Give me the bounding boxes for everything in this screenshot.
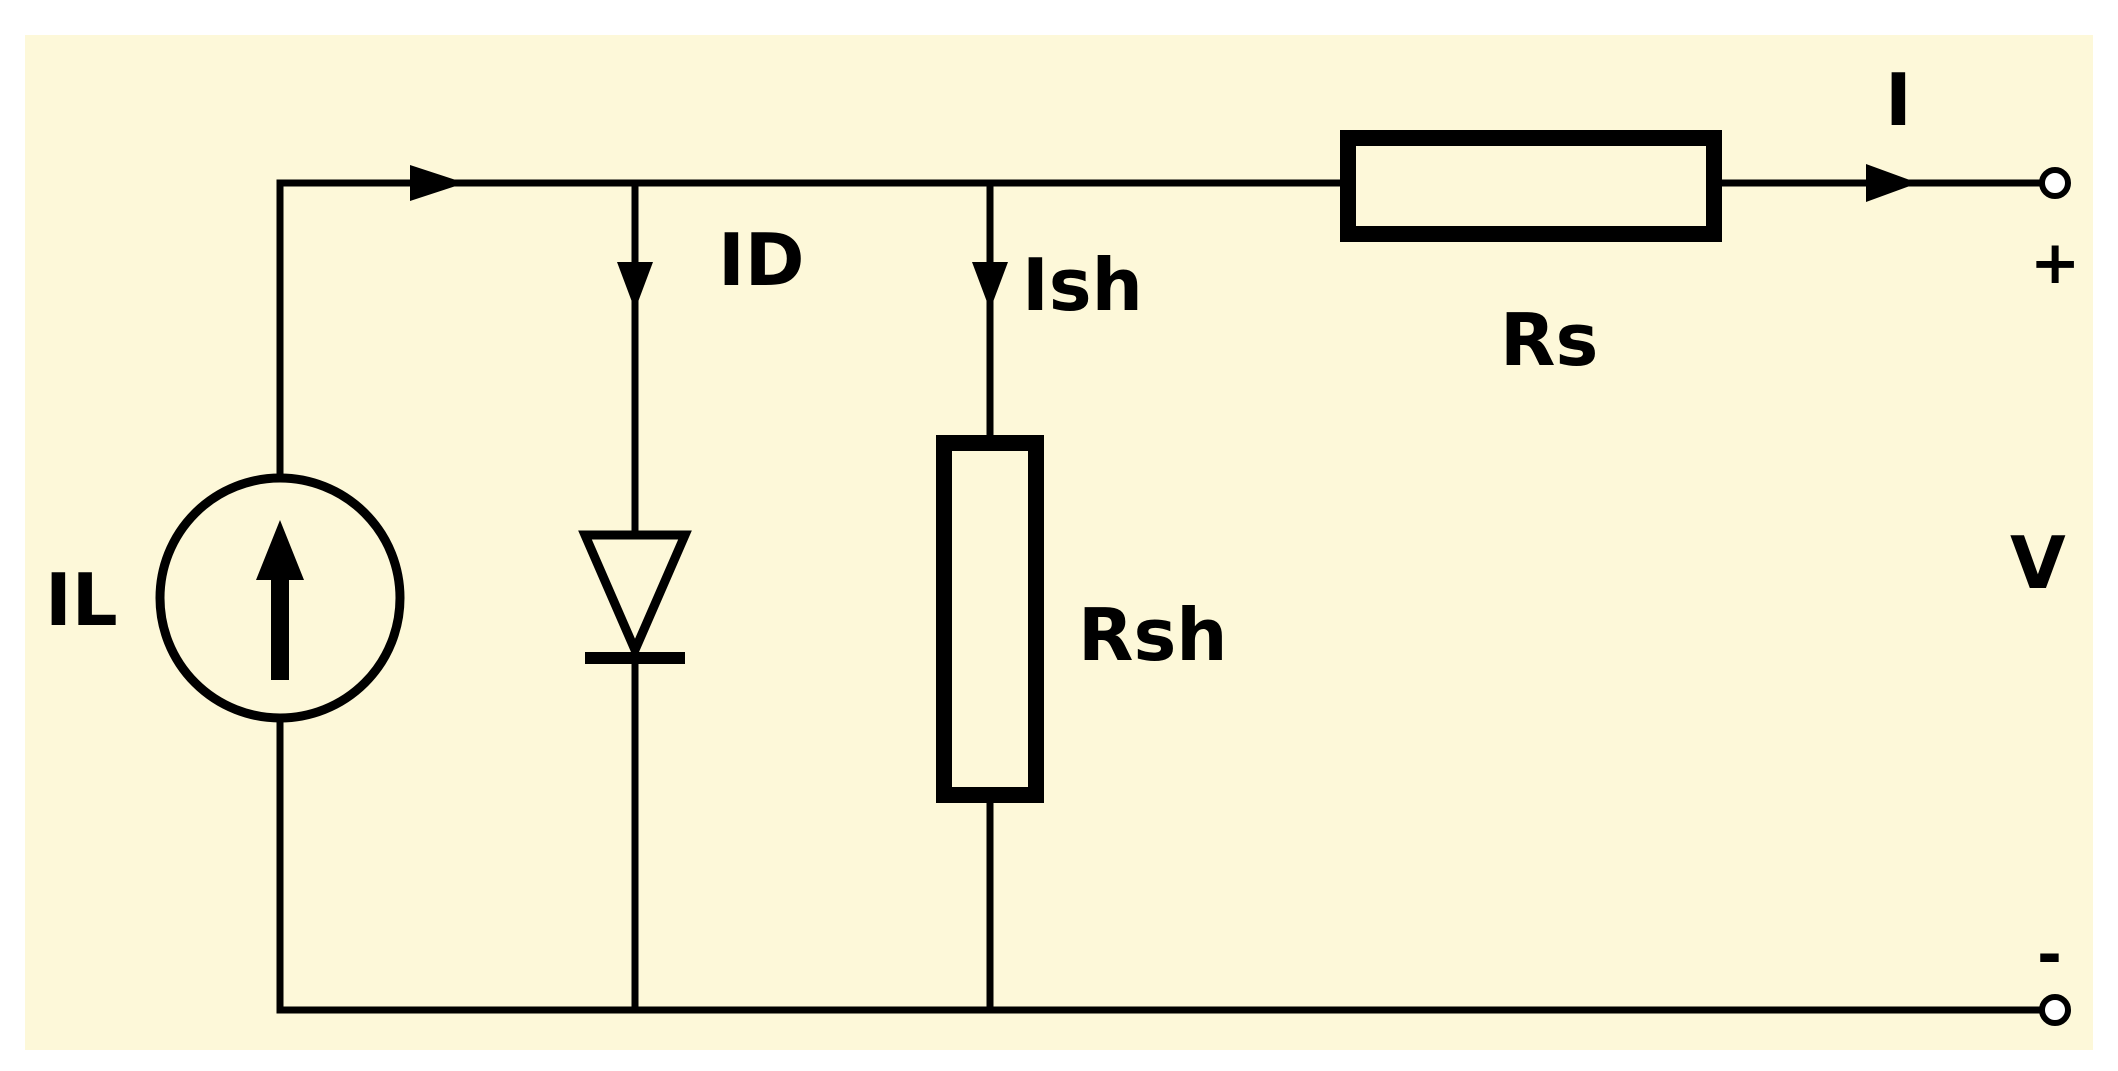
label-plus-terminal: + <box>2030 228 2080 298</box>
label-output-current: I <box>1885 58 1912 142</box>
label-shunt-current: Ish <box>1022 243 1143 327</box>
output-current-arrow <box>1866 164 1918 202</box>
label-series-resistor: Rs <box>1500 298 1598 382</box>
label-shunt-resistor: Rsh <box>1078 593 1228 677</box>
diode-triangle <box>578 530 692 662</box>
top-wire-arrow <box>410 165 465 201</box>
series-resistor-body <box>1340 130 1722 242</box>
minus-terminal-node <box>2039 994 2071 1026</box>
current-source-circle <box>155 473 405 723</box>
label-minus-terminal: - <box>2037 920 2062 990</box>
label-diode-current: ID <box>718 218 805 302</box>
label-source-current: IL <box>45 558 118 642</box>
diode-current-arrow <box>617 262 653 310</box>
label-output-voltage: V <box>2010 521 2066 605</box>
diagram-background <box>25 35 2093 1050</box>
plus-terminal-node <box>2039 167 2071 199</box>
current-source-arrow-head <box>256 520 304 580</box>
shunt-current-arrow <box>972 262 1008 310</box>
shunt-resistor-body <box>936 435 1044 803</box>
